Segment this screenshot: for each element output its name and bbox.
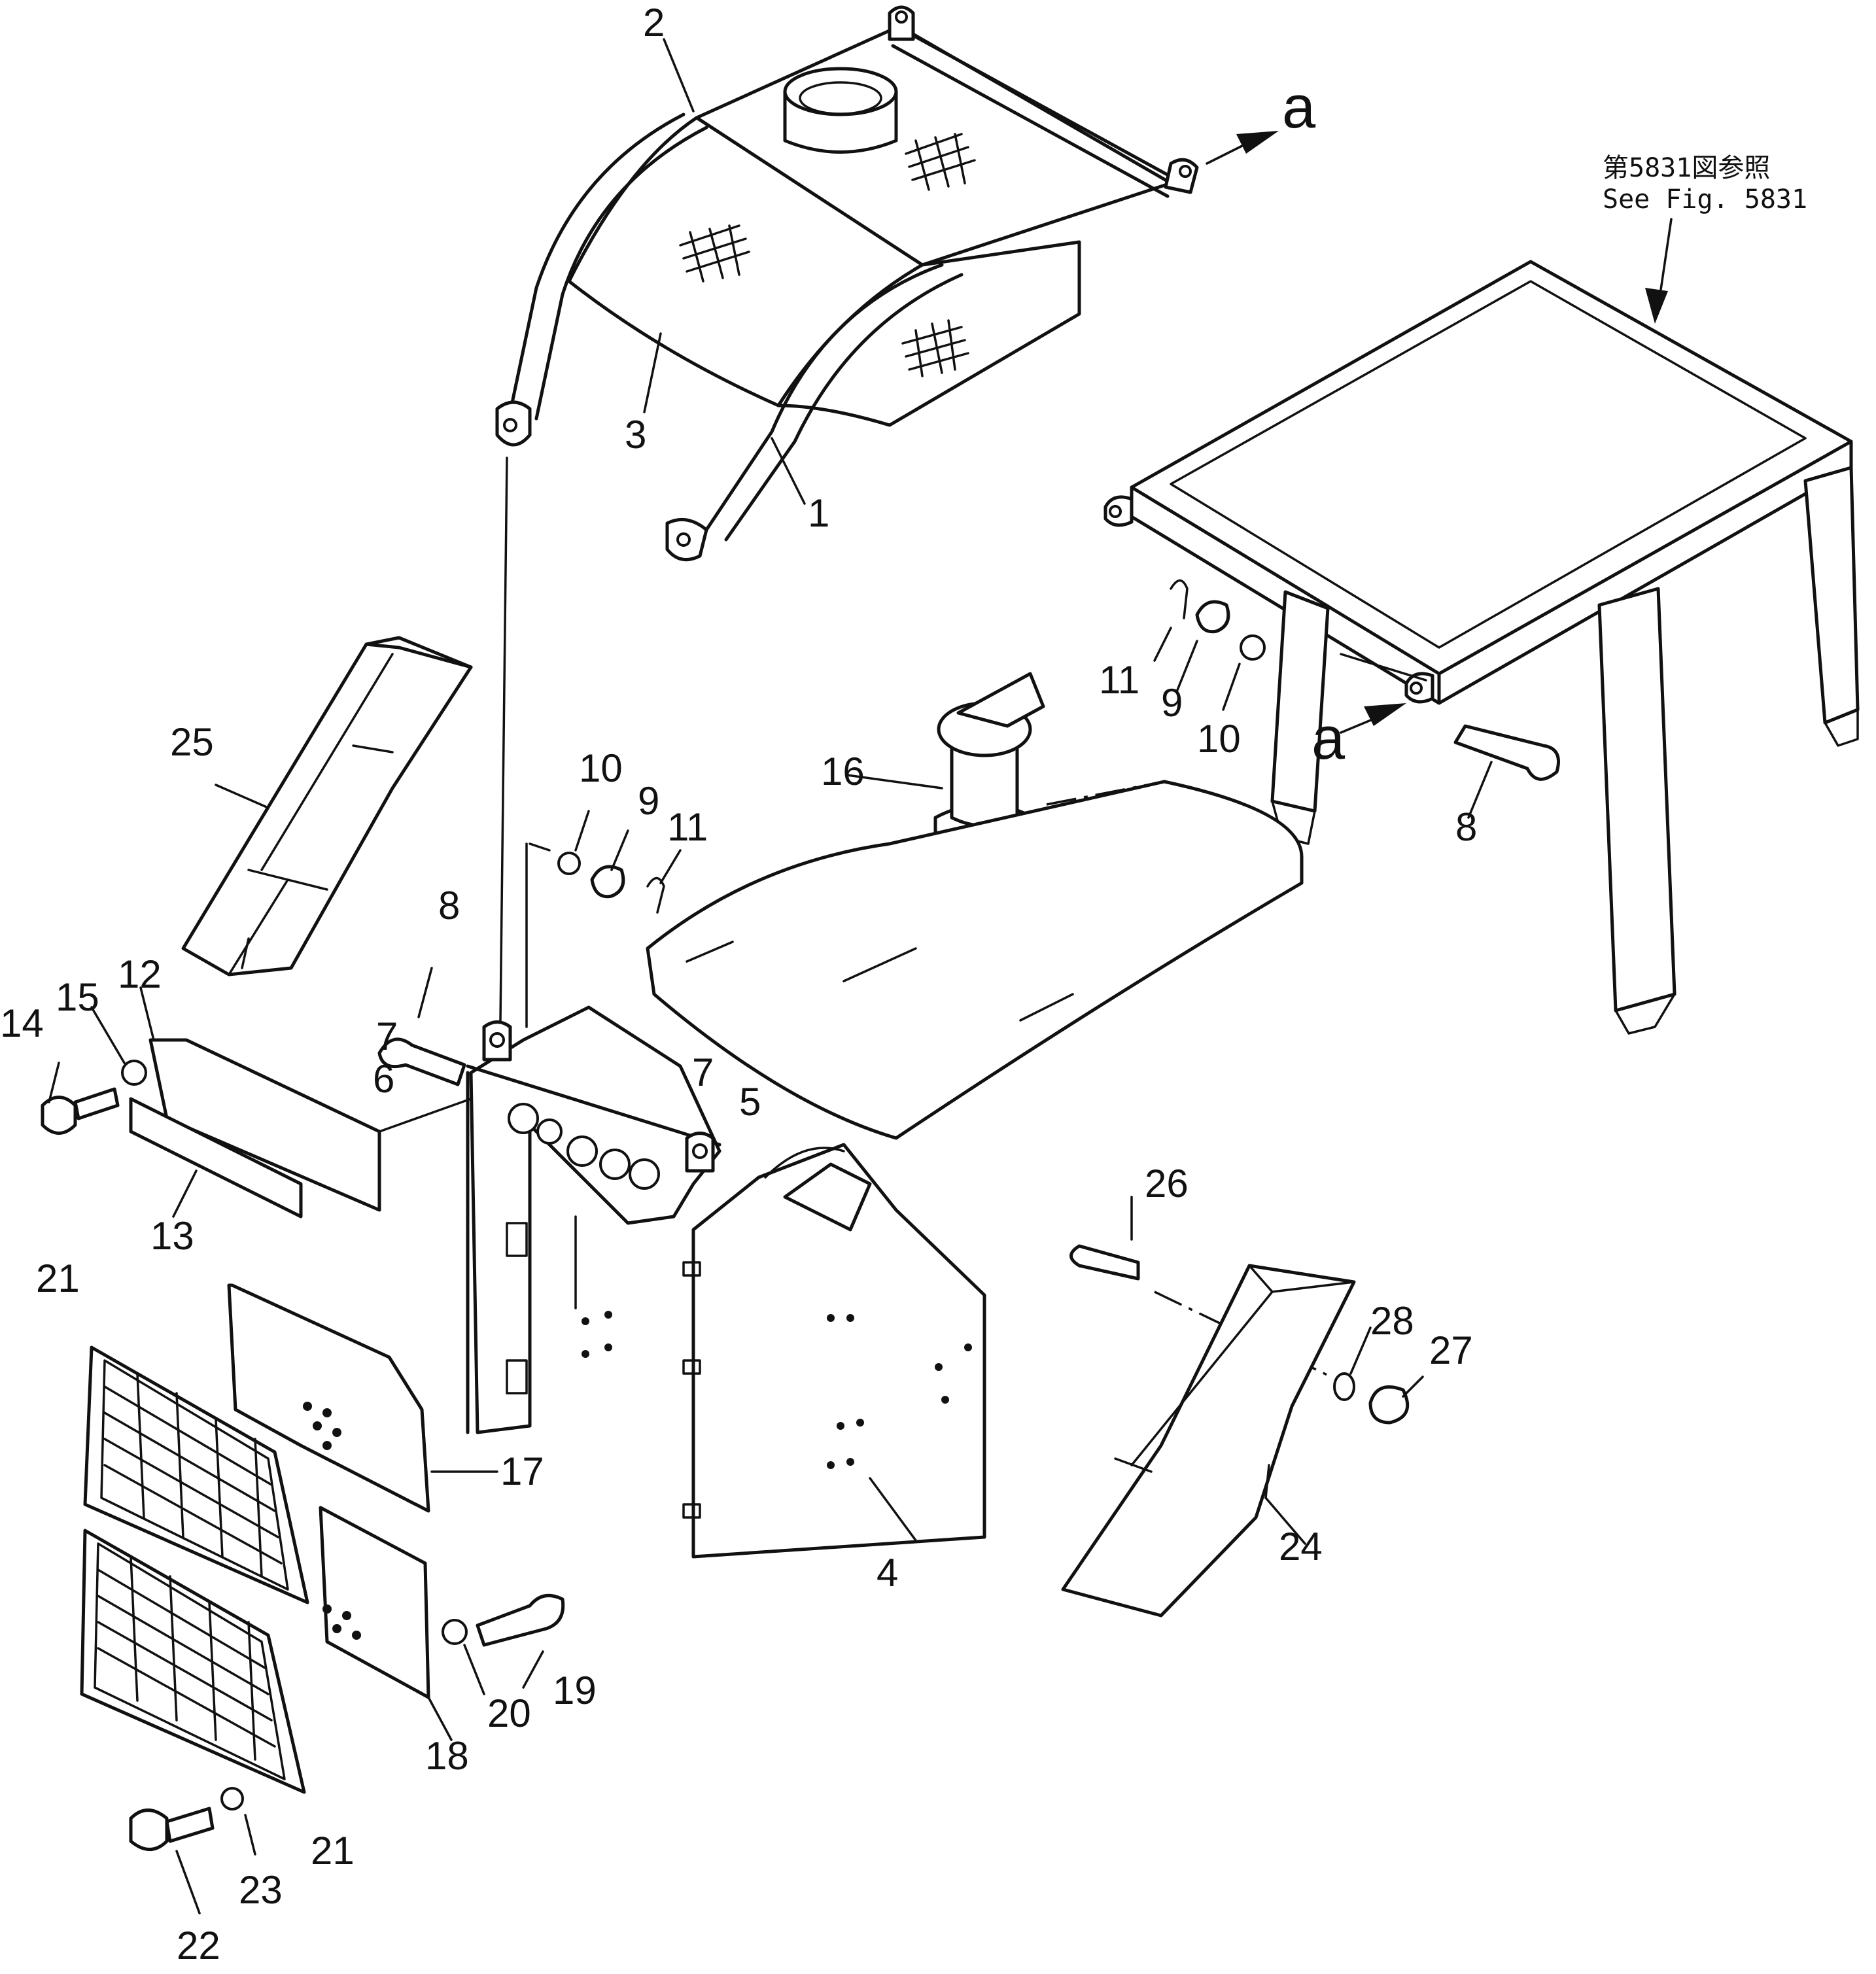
callout-26: 26 (1145, 1162, 1189, 1205)
view-marker-a-top: a (1282, 74, 1316, 141)
callout-11-left: 11 (667, 805, 708, 849)
view-marker-a-bottom: a (1311, 705, 1346, 772)
callout-15: 15 (56, 975, 99, 1019)
callout-10-right: 10 (1197, 717, 1241, 761)
callout-27: 27 (1429, 1328, 1473, 1372)
radiator-mount (466, 457, 721, 1434)
callout-7-right: 7 (692, 1050, 714, 1094)
baffle-plates (227, 1283, 498, 1741)
grille-upper (83, 1345, 309, 1604)
callout-13: 13 (150, 1214, 194, 1258)
callout-10-left: 10 (579, 746, 623, 790)
callout-19: 19 (553, 1669, 597, 1712)
step-box-right (1061, 1196, 1424, 1618)
hardware-right (1153, 579, 1560, 819)
tank-cover (646, 780, 1304, 1140)
callout-3: 3 (625, 413, 646, 457)
callout-18: 18 (425, 1734, 469, 1778)
callout-2: 2 (643, 1, 665, 44)
callout-16: 16 (821, 750, 865, 793)
step-box-left (181, 636, 473, 977)
mesh-patch (679, 133, 976, 377)
callout-12: 12 (118, 952, 162, 996)
side-panel (682, 1143, 986, 1559)
callout-labels: 2 3 1 4 5 6 7 7 8 8 9 9 10 10 11 11 12 1… (0, 1, 1807, 1967)
hood-cover-assembly (495, 5, 1279, 562)
callout-8-right: 8 (1455, 805, 1477, 849)
callout-5: 5 (739, 1080, 761, 1124)
callout-23: 23 (239, 1868, 283, 1912)
reference-note-jp: 第5831図参照 (1603, 153, 1770, 183)
callout-25: 25 (170, 720, 214, 764)
callout-20: 20 (487, 1691, 531, 1735)
callout-14: 14 (0, 1001, 44, 1045)
callout-7-left: 7 (376, 1014, 398, 1058)
callout-9-right: 9 (1161, 681, 1183, 725)
callout-21-bottom: 21 (311, 1829, 355, 1873)
callout-24: 24 (1279, 1525, 1323, 1568)
grille-lower (80, 1529, 306, 1794)
reference-frame (1103, 218, 1860, 1035)
callout-1: 1 (808, 491, 829, 535)
callout-22: 22 (177, 1924, 220, 1967)
reference-note-en: See Fig. 5831 (1603, 184, 1807, 215)
callout-11-right: 11 (1099, 658, 1139, 702)
callout-4: 4 (877, 1551, 898, 1595)
callout-9-left: 9 (638, 779, 659, 823)
trim-plates-left (41, 986, 472, 1219)
callout-8-left: 8 (438, 884, 460, 927)
hardware-bottom (129, 1593, 565, 1914)
hardware-left (377, 810, 682, 1086)
callout-6: 6 (373, 1057, 394, 1101)
callout-17: 17 (500, 1449, 544, 1493)
callout-28: 28 (1370, 1299, 1414, 1343)
callout-21-top: 21 (36, 1256, 80, 1300)
